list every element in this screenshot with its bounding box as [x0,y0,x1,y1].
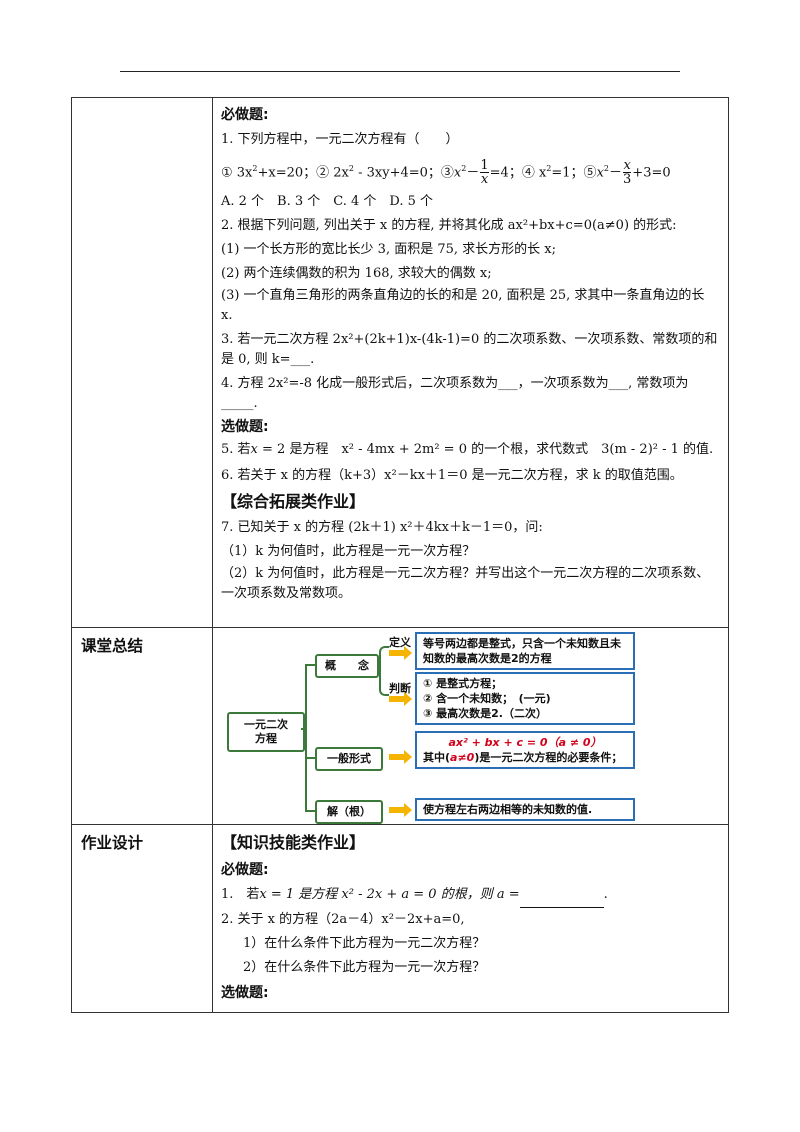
header-rule [120,71,680,72]
design-row: 作业设计 【知识技能类作业】 必做题: 1. 若x = 1 是方程 x² - 2… [71,824,729,1013]
question-2: 2. 根据下列问题, 列出关于 x 的方程, 并将其化成 ax²+bx+c=0(… [221,218,677,234]
summary-content: 一元二次方程 概 念 定义 等号两边都是整式，只含一个未知数且未知数的最高次数是… [212,627,729,825]
judge-box: ① 是整式方程； ② 含一个未知数； (一元) ③ 最高次数是2.（二次） [415,672,635,725]
question-1: 1. 下列方程中，一元二次方程有（ ） [221,132,459,147]
design-question-2: 2. 关于 x 的方程（2a－4）x²－2x+a=0, [221,912,465,927]
design-content: 【知识技能类作业】 必做题: 1. 若x = 1 是方程 x² - 2x + a… [212,824,729,1013]
question-2-part-1: (1) 一个长方形的宽比长少 3, 面积是 75, 求长方形的长 x; [221,242,556,258]
design-required-heading: 必做题: [221,862,269,878]
concept-map: 一元二次方程 概 念 定义 等号两边都是整式，只含一个未知数且未知数的最高次数是… [227,632,667,824]
row-label-summary: 课堂总结 [71,627,213,825]
brace-mid [305,757,315,759]
general-arrow [389,750,412,764]
question-7-part-1: （1）k 为何值时，此方程是一元一次方程？ [221,544,476,560]
design-question-2-part-2: 2）在什么条件下此方程为一元一次方程？ [243,960,486,975]
question-6: 6. 若关于 x 的方程（k+3）x²－kx＋1＝0 是一元二次方程，求 k 的… [221,468,683,484]
question-4: 4. 方程 2x²=-8 化成一般形式后，二次项系数为___，一次项系数为___… [221,376,689,412]
concept-node: 概 念 [315,654,379,678]
question-3: 3. 若一元二次方程 2x²+(2k+1)x-(4k-1)=0 的二次项系数、一… [221,332,718,368]
design-optional-heading: 选做题: [221,985,269,1001]
optional-heading: 选做题: [221,419,269,436]
homework-content: 必做题: 1. 下列方程中，一元二次方程有（ ） ① 3x2+x=20；② 2x… [212,97,729,628]
lesson-table: 必做题: 1. 下列方程中，一元二次方程有（ ） ① 3x2+x=20；② 2x… [71,97,729,1013]
summary-row: 课堂总结 一元二次方程 概 念 定义 等号两边都是整式，只含一个未知数且未知数的… [71,627,729,825]
expand-heading: 【综合拓展类作业】 [221,492,366,512]
brace-to-root [301,728,307,730]
brace-bottom [305,810,315,812]
general-form-box: ax² + bx + c = 0（a ≠ 0） 其中(a≠0)是一元二次方程的必… [415,731,635,769]
solution-arrow [389,803,412,817]
definition-tag: 定义 [389,636,411,649]
design-question-1: 1. 若x = 1 是方程 x² - 2x + a = 0 的根，则 a = . [221,883,720,908]
question-1-choices: A. 2 个 B. 3 个 C. 4 个 D. 5 个 [221,194,434,210]
solution-node: 解（根） [315,800,383,824]
required-heading: 必做题: [221,107,269,123]
design-question-2-part-1: 1）在什么条件下此方程为一元二次方程？ [243,936,486,951]
root-node: 一元二次方程 [227,712,305,752]
row-label-design: 作业设计 [71,824,213,1013]
general-note: 其中(a≠0)是一元二次方程的必要条件； [423,751,623,764]
general-formula: ax² + bx + c = 0（a ≠ 0） [448,736,602,749]
concept-brace [379,646,389,696]
judge-arrow [389,692,412,706]
question-2-part-3: (3) 一个直角三角形的两条直角边的长的和是 20, 面积是 25, 求其中一条… [221,288,705,324]
brace-top [305,664,315,666]
skills-heading: 【知识技能类作业】 [221,833,366,852]
row-label-empty [71,97,213,628]
definition-arrow [389,646,412,660]
question-5: 5. 若x = 2 是方程 x² - 4mx + 2m² = 0 的一个根，求代… [221,442,714,458]
homework-row: 必做题: 1. 下列方程中，一元二次方程有（ ） ① 3x2+x=20；② 2x… [71,97,729,628]
question-2-part-2: (2) 两个连续偶数的积为 168, 求较大的偶数 x; [221,266,492,282]
brace-left [305,664,307,812]
answer-blank[interactable] [519,883,604,908]
solution-box: 使方程左右两边相等的未知数的值. [415,798,635,821]
general-form-node: 一般形式 [315,747,383,771]
question-7-part-2: （2）k 为何值时，此方程是一元二次方程？并写出这个一元二次方程的二次项系数、一… [221,566,710,602]
definition-box: 等号两边都是整式，只含一个未知数且未知数的最高次数是2的方程 [415,632,635,670]
judge-tag: 判断 [389,682,411,695]
question-7: 7. 已知关于 x 的方程 (2k＋1) x²＋4kx＋k－1＝0，问: [221,520,543,536]
